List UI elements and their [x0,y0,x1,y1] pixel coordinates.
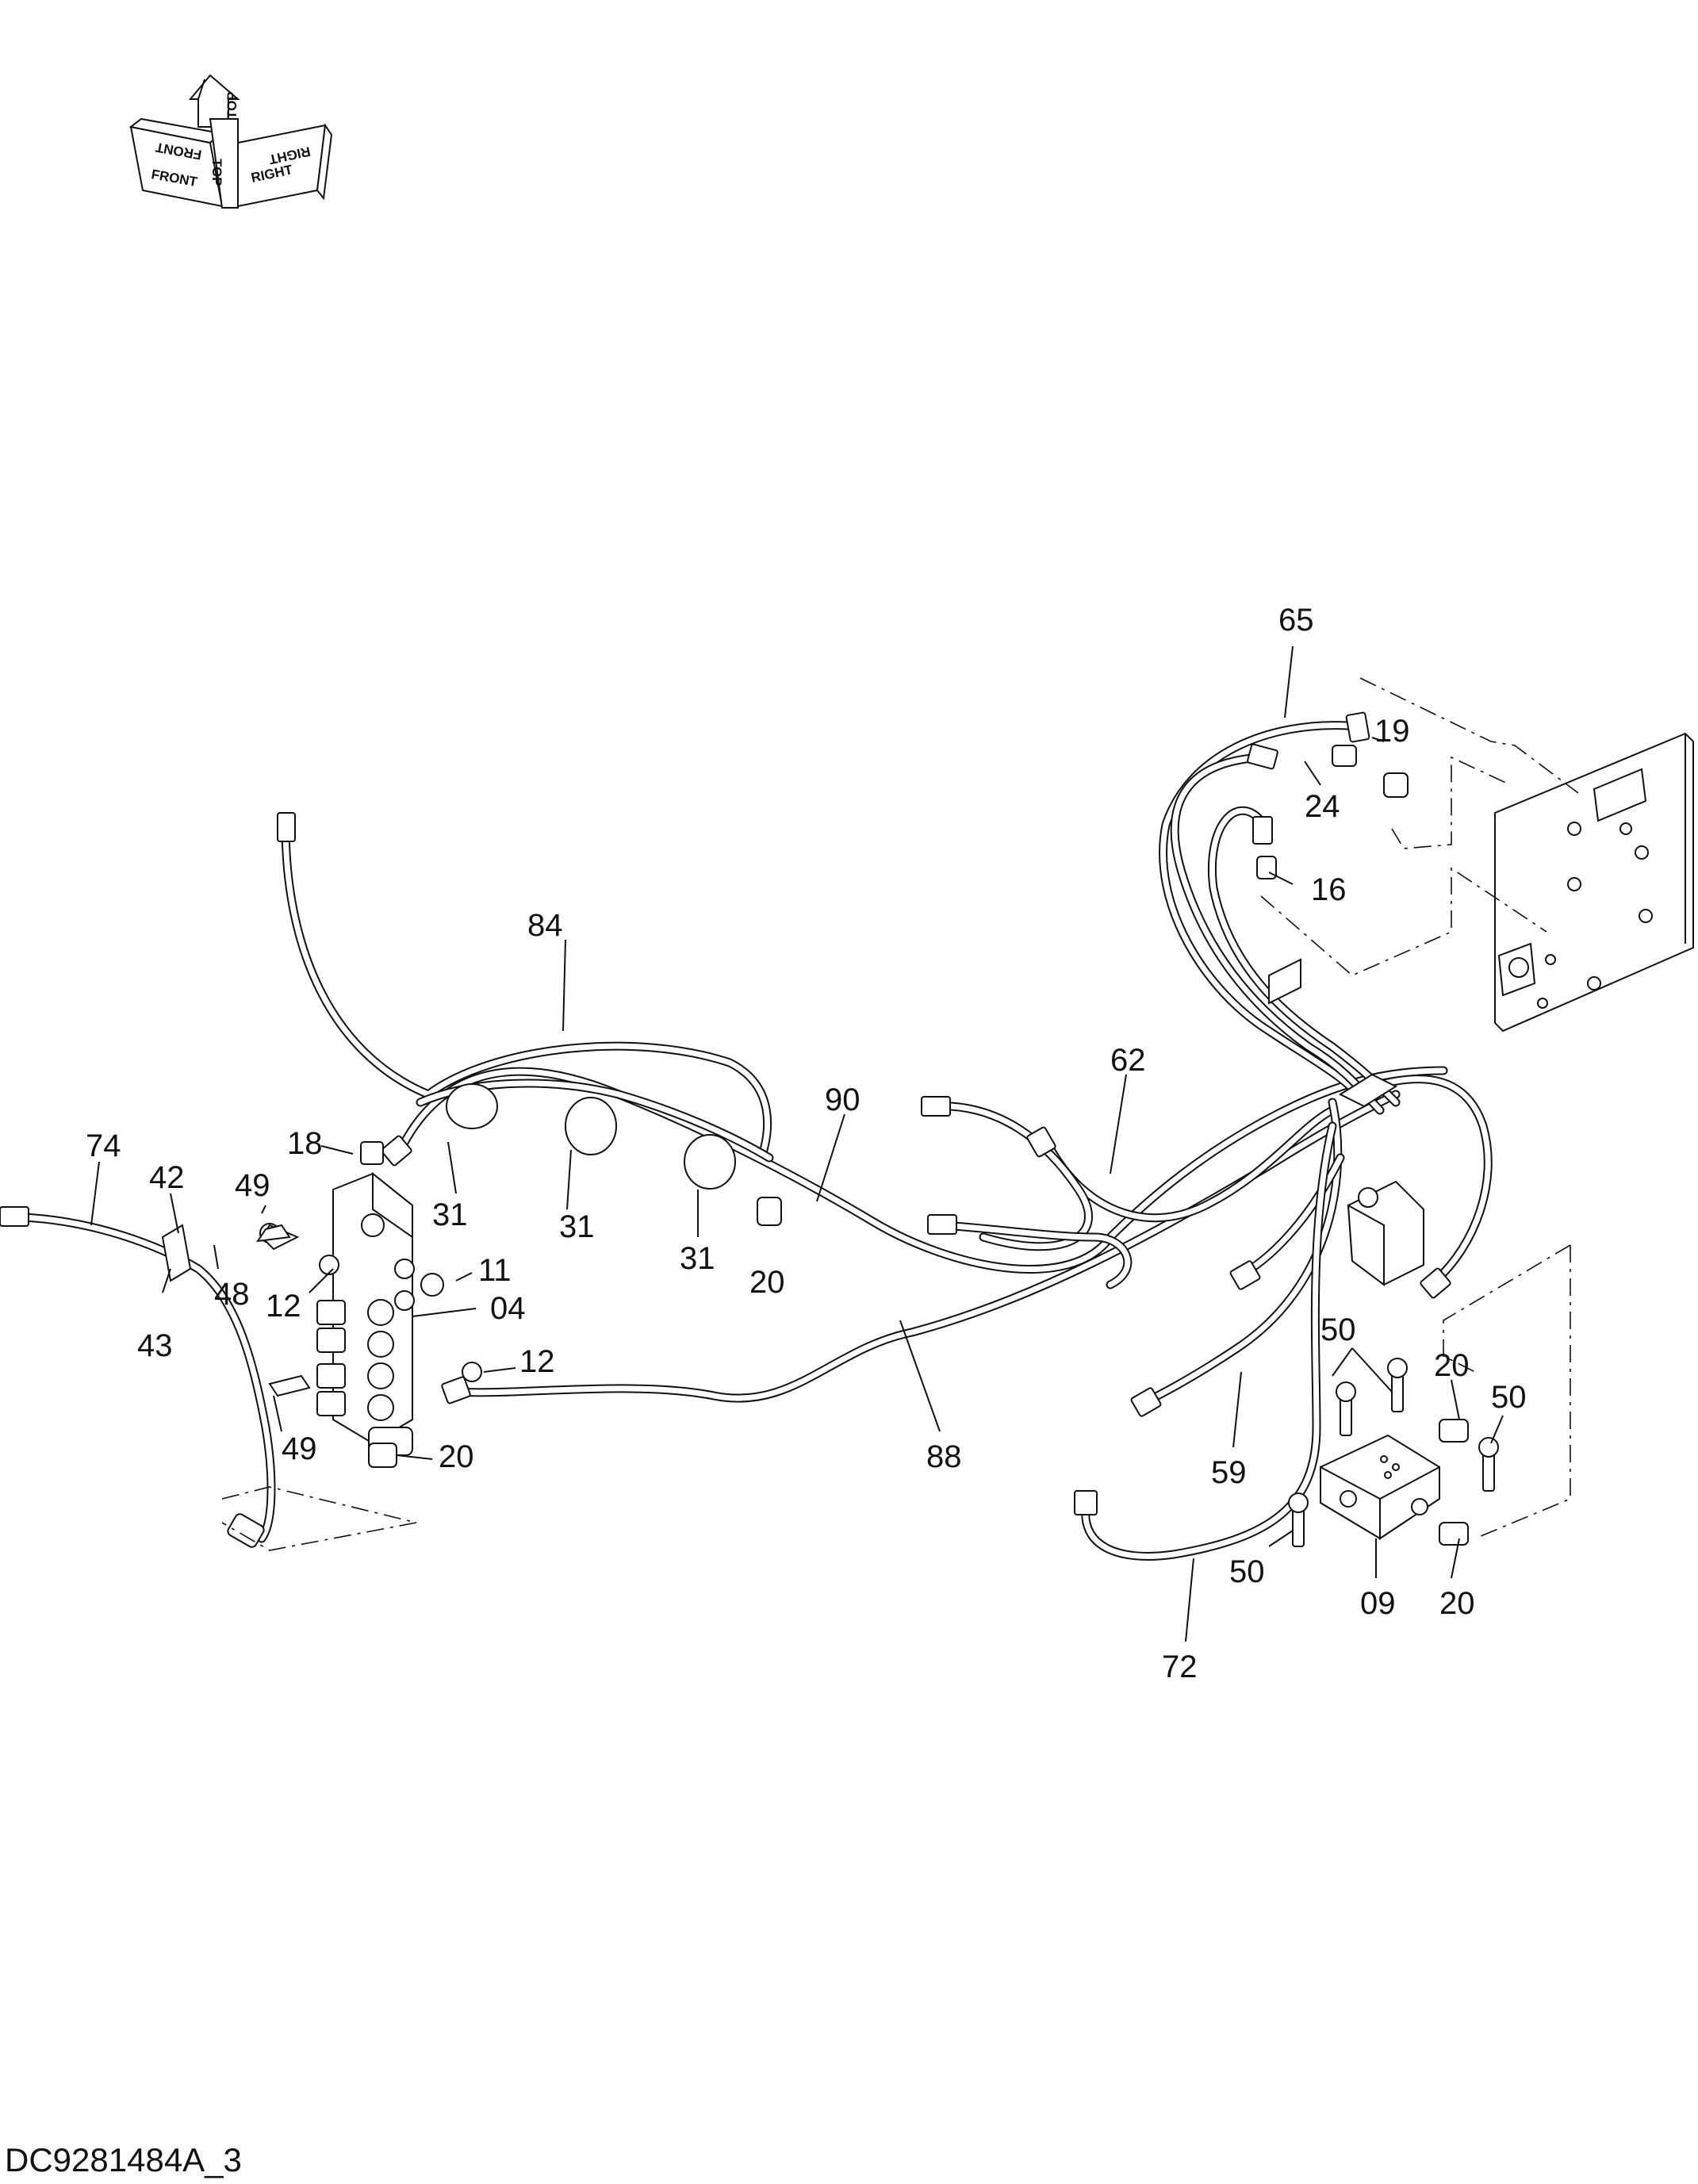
callout-50-top: 50 [1320,1312,1356,1347]
leader-dash-19 [1359,677,1579,794]
orientation-top-label-mirror: TOP [224,91,240,119]
callout-42: 42 [149,1160,185,1195]
callout-31-left: 31 [432,1197,468,1232]
hose-59 [1137,1098,1343,1408]
hose-84 [281,820,772,1163]
leader-dash-16 [1260,867,1547,976]
hose-mid-short [939,1220,1133,1289]
leader-lines [90,646,1504,1642]
callout-20-bottom: 20 [1439,1586,1475,1621]
callout-18: 18 [287,1126,323,1161]
callout-20-top: 20 [749,1265,785,1300]
clamps-31 [446,1083,736,1190]
callout-24: 24 [1305,789,1340,824]
callout-49-upper: 49 [235,1168,270,1203]
bolts-50 [1288,1358,1499,1547]
hose-end-fittings [0,711,1451,1548]
callout-62: 62 [1110,1043,1146,1078]
callout-11: 11 [478,1253,512,1288]
callout-19: 19 [1374,714,1410,749]
hose-88 [451,1090,1401,1403]
hose-74 [19,1213,276,1543]
hose-90 [396,1066,1448,1274]
callout-65: 65 [1278,603,1314,638]
callout-31-right: 31 [680,1241,715,1276]
manifold-block-09 [1320,1434,1440,1540]
callout-49-lower: 49 [282,1431,317,1466]
callout-16: 16 [1311,872,1347,907]
upper-valve-block [1347,1180,1424,1286]
callout-90: 90 [825,1082,860,1117]
callout-72: 72 [1162,1649,1198,1684]
orientation-top-label: TOP [209,159,224,186]
callout-48: 48 [214,1277,250,1312]
callout-20-left: 20 [439,1439,474,1474]
callout-20-right-top: 20 [1434,1348,1470,1383]
orientation-indicator: FRONT FRONT TOP TOP RIGHT RIGHT [128,74,333,209]
drawing-id: DC9281484A_3 [5,2141,242,2178]
hose-right-loop [1367,1075,1493,1285]
hose-upper-left-short [927,1102,1093,1251]
callout-59: 59 [1211,1455,1247,1490]
control-valve-04 [316,1171,415,1456]
callout-74: 74 [86,1128,121,1163]
hose-65-bundle [1159,721,1401,1115]
mounting-plate [1494,732,1694,1033]
callout-09: 09 [1360,1586,1396,1621]
elbow-fittings-20 [1256,745,1469,1546]
callout-88: 88 [926,1439,962,1474]
clamp-42 [161,1224,192,1282]
callout-12-upper: 12 [266,1289,301,1324]
leader-dash-block [1443,1244,1571,1373]
callout-12-lower: 12 [519,1344,555,1379]
valve-small-parts [255,1141,782,1468]
callout-84: 84 [527,908,563,943]
leader-dash-24 [1391,756,1512,849]
callout-50-right: 50 [1491,1380,1527,1415]
callout-50-bottom: 50 [1229,1554,1265,1589]
branch-block [1268,958,1398,1108]
callout-04: 04 [490,1291,526,1326]
callout-31-middle: 31 [559,1209,595,1244]
hose-72 [1081,1121,1337,1561]
callout-43: 43 [137,1328,173,1363]
callout-labels: 65 19 24 16 84 62 90 74 42 18 49 48 43 3… [86,603,1527,1684]
leader-dash-74 [221,1486,417,1551]
